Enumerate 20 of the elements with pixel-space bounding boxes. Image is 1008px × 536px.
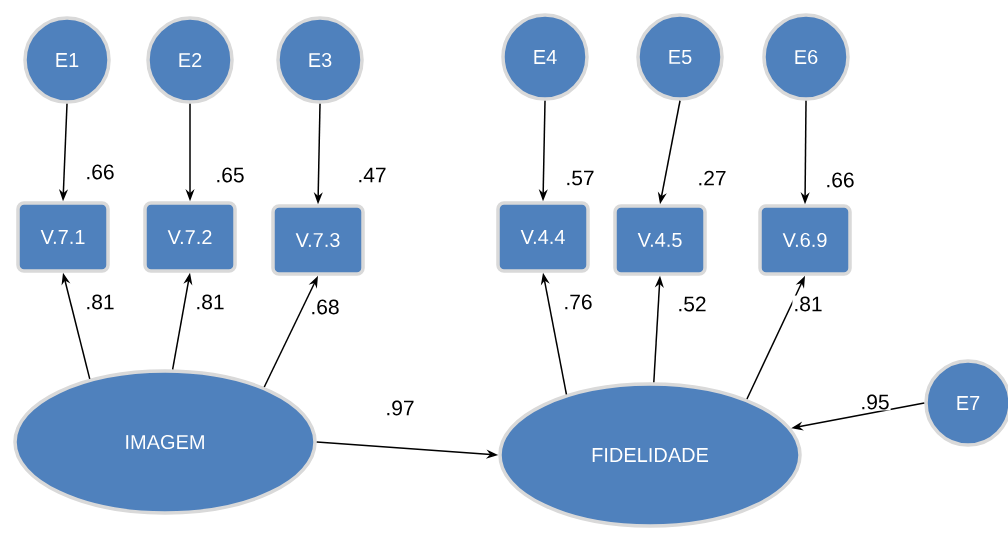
variable-box: V.4.5 xyxy=(613,204,707,276)
edge-label: .27 xyxy=(696,169,728,187)
variable-box: V.7.2 xyxy=(143,201,237,273)
edge-label: .95 xyxy=(859,393,891,411)
edge-label: .81 xyxy=(194,293,226,311)
variable-box: V.4.4 xyxy=(496,201,590,273)
edge-label: .97 xyxy=(384,399,416,417)
edge-label: .81 xyxy=(84,293,116,311)
edge-label: .52 xyxy=(676,295,708,313)
edge-label: .68 xyxy=(309,298,341,316)
variable-box: V.7.3 xyxy=(271,204,365,276)
edge-label: .66 xyxy=(84,163,116,181)
variable-box: V.7.1 xyxy=(16,201,110,273)
edge-label: .76 xyxy=(562,293,594,311)
edge-label: .65 xyxy=(214,166,246,184)
edge-label: .47 xyxy=(356,166,388,184)
variable-box: V.6.9 xyxy=(758,204,852,276)
edge-label: .81 xyxy=(792,295,824,313)
edge-label: .57 xyxy=(564,169,596,187)
edge-label: .66 xyxy=(824,171,856,189)
